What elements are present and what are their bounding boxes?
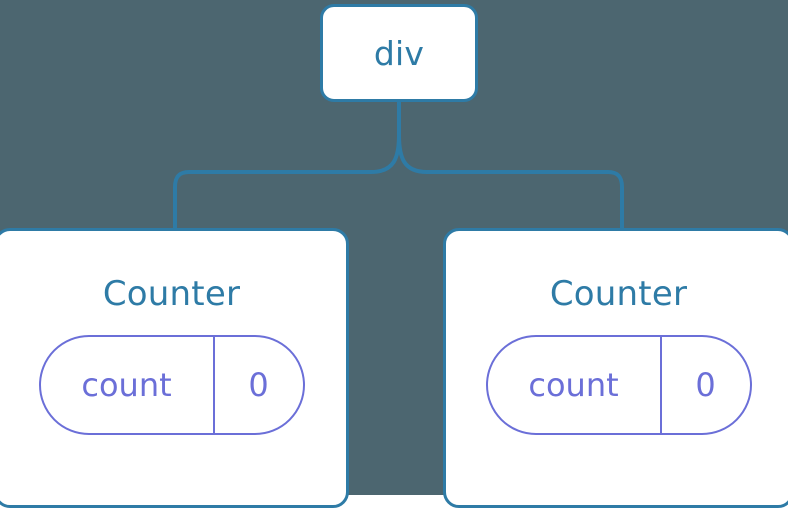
state-pill-right-key-cell: count	[488, 337, 662, 433]
node-counter-left[interactable]: Counter count 0	[0, 228, 349, 508]
state-pill-left-key: count	[81, 366, 172, 404]
connector-branch-right	[425, 170, 624, 232]
state-pill-right[interactable]: count 0	[485, 335, 752, 435]
node-div[interactable]: div	[320, 4, 478, 102]
state-pill-left-value-cell: 0	[215, 337, 303, 433]
connector-branch-left	[173, 170, 373, 232]
node-counter-left-label: Counter	[102, 274, 241, 314]
state-pill-left[interactable]: count 0	[38, 335, 305, 435]
connector-root-stem	[397, 99, 429, 174]
state-pill-left-value: 0	[248, 366, 269, 404]
node-div-label: div	[373, 33, 425, 73]
connector-root-stem-left	[369, 133, 401, 174]
state-pill-right-value: 0	[695, 366, 716, 404]
node-counter-right[interactable]: Counter count 0	[443, 228, 788, 508]
state-pill-right-value-cell: 0	[662, 337, 750, 433]
state-pill-left-key-cell: count	[41, 337, 215, 433]
state-pill-right-key: count	[528, 366, 619, 404]
node-counter-right-label: Counter	[549, 274, 688, 314]
tree-connectors	[173, 99, 624, 232]
